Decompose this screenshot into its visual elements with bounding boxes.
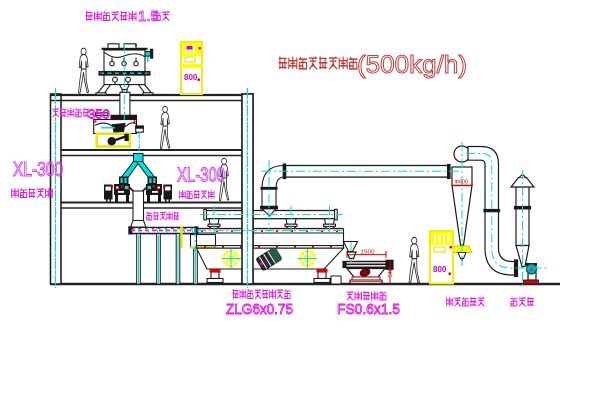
svg-text:XL-300: XL-300	[177, 165, 225, 187]
svg-text:1500: 1500	[361, 249, 375, 255]
svg-text:(500kg/h): (500kg/h)	[357, 51, 467, 79]
svg-text:350: 350	[88, 107, 110, 122]
svg-text:540: 540	[388, 268, 394, 277]
svg-text:Φ600: Φ600	[455, 180, 469, 186]
svg-text:1.5: 1.5	[138, 8, 159, 25]
svg-text:800: 800	[433, 265, 447, 274]
svg-text:800: 800	[184, 73, 198, 82]
svg-text:FS0.6x1.5: FS0.6x1.5	[337, 301, 400, 318]
svg-text:ZLG6x0.75: ZLG6x0.75	[226, 301, 293, 318]
svg-text:XL-300: XL-300	[13, 159, 63, 181]
